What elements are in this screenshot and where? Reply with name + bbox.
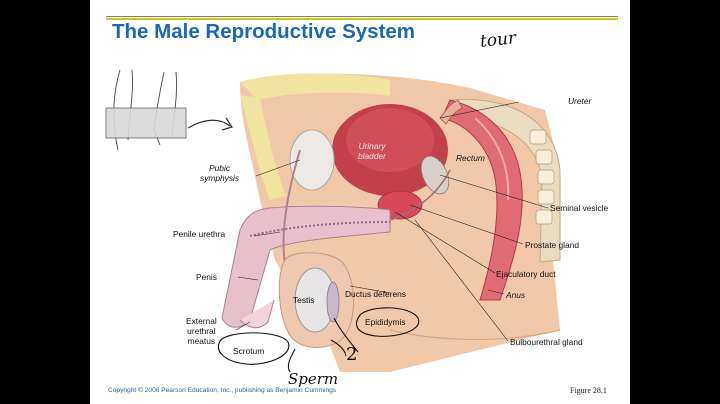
label-ejaculatory-duct: Ejaculatory duct	[496, 269, 556, 279]
label-scrotum: Scrotum	[233, 346, 265, 356]
slide-title: The Male Reproductive System	[112, 20, 416, 43]
label-penile-urethra: Penile urethra	[173, 229, 226, 239]
label-bulbourethral-gland: Bulbourethral gland	[510, 337, 583, 347]
label-anus: Anus	[506, 290, 526, 300]
figure-number: Figure 28.1	[570, 386, 607, 395]
slide: The Male Reproductive System	[90, 0, 630, 404]
label-pubic-symphysis: Pubic symphysis	[200, 163, 240, 183]
handwritten-tour: tour	[479, 28, 518, 52]
leader-lines	[235, 101, 549, 342]
handwritten-annotations	[218, 307, 420, 373]
handwritten-sperm: Sperm	[288, 370, 339, 388]
label-penis: Penis	[196, 272, 217, 282]
label-seminal-vesicle: Seminal vesicle	[550, 203, 609, 213]
handwritten-two: 2	[346, 344, 358, 365]
copyright-notice: Copyright © 2006 Pearson Education, Inc.…	[108, 387, 337, 394]
label-ureter: Ureter	[568, 96, 592, 106]
label-urinary-bladder: Urinary bladder	[358, 141, 386, 161]
label-testis: Testis	[293, 295, 315, 305]
pelvic-section	[221, 73, 561, 373]
top-rule-gold	[106, 18, 618, 20]
label-ductus-deferens: Ductus deferens	[345, 289, 406, 299]
anatomy-illustration	[105, 69, 561, 373]
label-prostate-gland: Prostate gland	[525, 240, 580, 250]
label-epididymis: Epididymis	[365, 317, 406, 327]
label-rectum: Rectum	[456, 153, 485, 163]
inset-sketch	[105, 69, 233, 151]
top-rule	[106, 16, 618, 17]
label-external-urethral-meatus: External urethral meatus	[186, 316, 217, 346]
